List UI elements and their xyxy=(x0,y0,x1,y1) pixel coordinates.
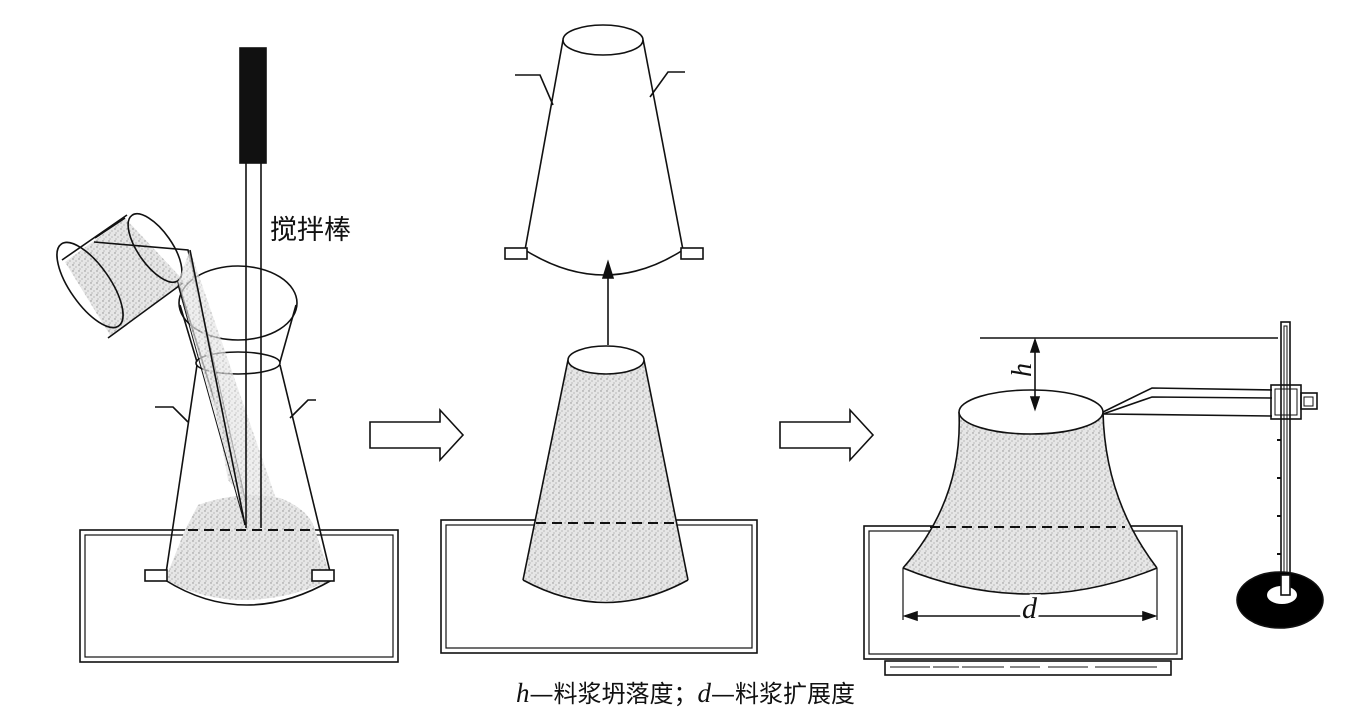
stand-pole-bottom xyxy=(1280,574,1291,596)
slurry-cone xyxy=(523,360,688,601)
cone-right-edge xyxy=(279,364,333,581)
d-arrowheads xyxy=(902,610,1158,622)
spread-slurry xyxy=(903,412,1157,594)
stir-rod-handle xyxy=(239,47,267,164)
slurry-top xyxy=(567,345,645,375)
d-symbol: d xyxy=(1022,592,1038,625)
h-arrowheads xyxy=(1029,337,1041,412)
panel-lifting xyxy=(440,24,758,654)
lifted-foot-right xyxy=(680,247,704,260)
h-symbol: h xyxy=(1007,363,1038,377)
up-arrow-icon xyxy=(601,259,615,279)
stand-slider-inner xyxy=(1274,388,1298,416)
cone-bottom-arc xyxy=(164,579,333,606)
spread-bottom xyxy=(902,567,1158,595)
stream-edge-right xyxy=(177,284,246,526)
funnel-ellipse xyxy=(178,265,298,341)
arrow-right-icon xyxy=(369,407,465,463)
stand-knob xyxy=(1300,392,1318,410)
stand-arm xyxy=(1102,387,1273,417)
stream-edge-left xyxy=(189,249,246,526)
stand-pole-inner xyxy=(1283,325,1288,591)
lifted-cone-right xyxy=(642,39,684,251)
figure-caption: h—料浆坍落度；d—料浆扩展度 xyxy=(0,674,1371,709)
handle-right xyxy=(289,399,316,419)
panel-filling xyxy=(56,47,399,663)
handle-left xyxy=(155,406,189,423)
panel-measuring xyxy=(863,321,1324,676)
lifted-handle-left xyxy=(515,74,554,106)
slurry-right xyxy=(643,359,689,581)
lifted-handle-right xyxy=(649,71,685,98)
ruler-strip xyxy=(884,660,1172,676)
caption-h-symbol: h xyxy=(516,678,530,708)
slurry-left xyxy=(522,359,569,581)
cone-left-edge xyxy=(164,364,198,581)
stand-pole xyxy=(1280,321,1291,595)
arrow-right-icon-2 xyxy=(779,407,875,463)
lifted-foot-left xyxy=(504,247,528,260)
spread-left xyxy=(902,411,961,569)
foot-right xyxy=(311,569,335,582)
lifted-cone-top xyxy=(562,24,644,56)
slurry-fill xyxy=(165,495,332,600)
stand-ticks xyxy=(1277,439,1281,555)
funnel-right xyxy=(279,304,297,363)
lifted-cone-left xyxy=(524,39,564,251)
cone-top-ellipse xyxy=(195,351,281,375)
foot-left xyxy=(144,569,168,582)
caption-h-text: —料浆坍落度； xyxy=(529,680,698,708)
caption-d-text: —料浆扩展度 xyxy=(711,680,855,708)
funnel-left xyxy=(179,304,198,363)
caption-d-symbol: d xyxy=(697,678,712,708)
stand-knob-inner xyxy=(1303,396,1314,407)
stir-rod-label: 搅拌棒 xyxy=(270,215,351,246)
spread-right xyxy=(1102,411,1158,569)
lifted-cone-bottom xyxy=(524,249,684,276)
slurry-bottom xyxy=(522,579,689,604)
